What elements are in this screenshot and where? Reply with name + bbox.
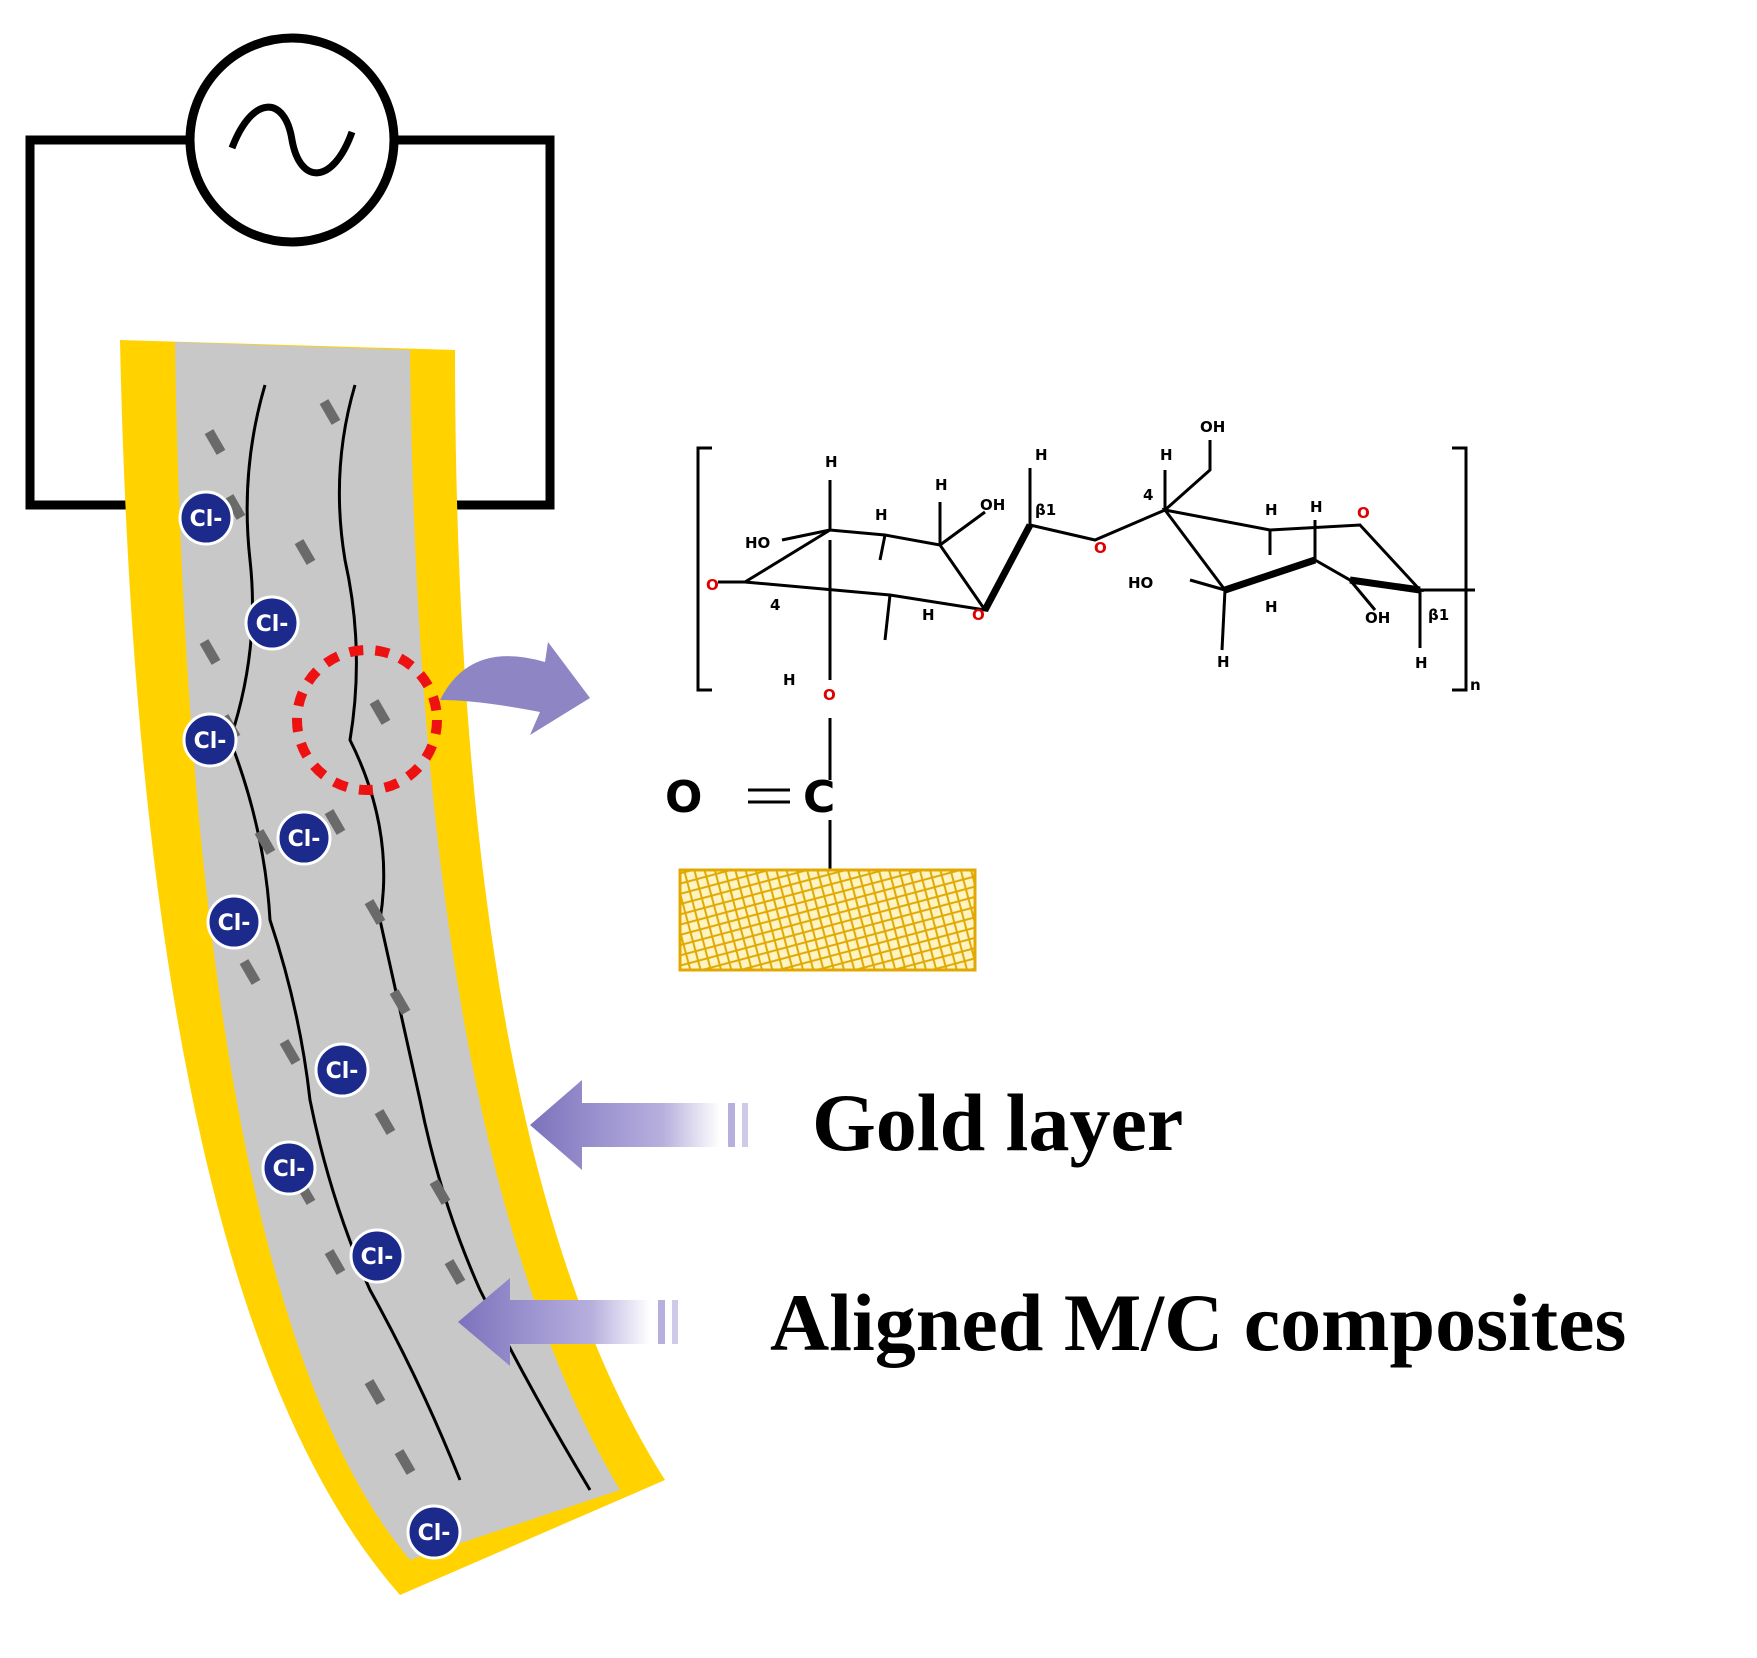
atom-label: H [1310,498,1323,516]
cellulose-structure [696,440,1475,870]
svg-text:Cl-: Cl- [418,1521,451,1546]
atom-label: OH [1200,418,1225,436]
right-bracket [1452,446,1468,692]
circuit-wire [25,135,555,510]
oxygen-label: O [1094,539,1107,557]
repeat-index: n [1470,676,1481,694]
chloride-ion: Cl- [206,894,262,950]
chloride-ion: Cl- [261,1140,317,1196]
svg-text:Cl-: Cl- [361,1245,394,1270]
svg-text:Cl-: Cl- [256,612,289,637]
atom-label: H [922,606,935,624]
atom-label: 4 [770,596,780,614]
left-bracket [696,446,712,692]
zoom-highlight-circle [292,645,442,795]
atom-label: H [825,453,838,471]
polymer-chain [228,384,462,1481]
ac-circuit [25,33,555,510]
composite-core [175,342,620,1560]
carbon-nanotube [678,868,977,972]
svg-text:Cl-: Cl- [194,729,227,754]
oxygen-label: O [1357,504,1370,522]
atom-label: OH [980,496,1005,514]
atom-label: β1 [1035,501,1056,519]
atom-label: H [1265,598,1278,616]
carbonyl-oxygen-label: O [665,772,702,823]
polymer-chain [337,384,592,1491]
atom-label: H [1217,653,1230,671]
atom-label: OH [1365,609,1390,627]
chloride-ion: Cl- [406,1504,462,1560]
composite-arrow [458,1278,678,1366]
svg-text:Cl-: Cl- [218,911,251,936]
svg-text:Cl-: Cl- [326,1059,359,1084]
atom-label: HO [745,534,770,552]
chloride-ion: Cl- [349,1228,405,1284]
svg-text:Cl-: Cl- [288,827,321,852]
chloride-ion: Cl- [244,595,300,651]
atom-label: H [875,506,888,524]
svg-text:Cl-: Cl- [273,1157,306,1182]
atom-label: H [1265,501,1278,519]
atom-label: β1 [1428,606,1449,624]
atom-label: H [1035,446,1048,464]
oxygen-label: O [972,606,985,624]
sugar-ring-2 [1161,507,1424,593]
gold-layer-label: Gold layer [812,1077,1183,1168]
oxygen-label: O [823,686,836,704]
atom-label: H [1160,446,1173,464]
membrane-strip: Cl- Cl- Cl- Cl- Cl- Cl- Cl- Cl- Cl- [120,340,665,1595]
atom-label: 4 [1143,486,1153,504]
svg-text:Cl-: Cl- [190,507,223,532]
chloride-ion: Cl- [276,810,332,866]
oxygen-label: O [706,576,719,594]
chloride-ion: Cl- [182,712,238,768]
composite-label: Aligned M/C composites [770,1277,1626,1368]
chloride-ion: Cl- [178,490,234,546]
sine-wave-icon [228,103,356,177]
atom-label: HO [1128,574,1153,592]
chloride-ions: Cl- Cl- Cl- Cl- Cl- Cl- Cl- Cl- Cl- [178,490,462,1560]
atom-label: H [1415,654,1428,672]
carbonyl-carbon-label: C [803,772,835,823]
atom-label: H [935,476,948,494]
structure-labels: H H H H H H H H H H H H HO HO OH OH OH 4… [706,418,1481,704]
atom-label: H [783,671,796,689]
sugar-ring-1 [740,528,989,613]
zoom-arrow-icon [440,642,590,735]
gold-layer-arrow [530,1080,748,1170]
chloride-ion: Cl- [314,1042,370,1098]
carbonyl-group: O C [665,772,835,823]
